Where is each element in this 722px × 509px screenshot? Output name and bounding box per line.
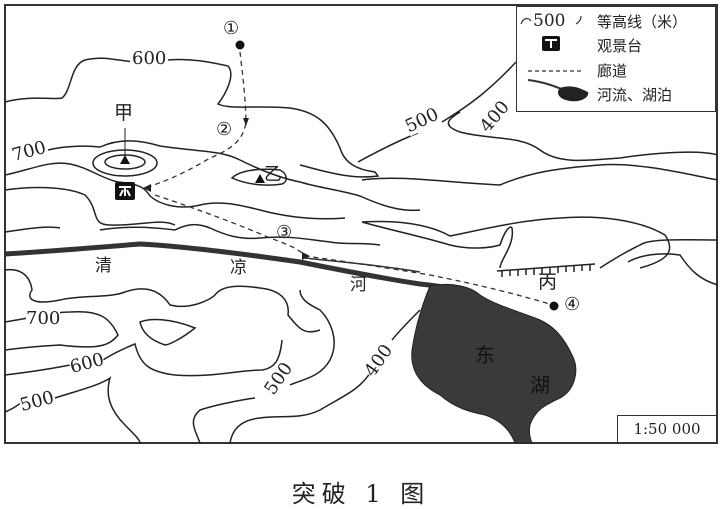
contour-label-700-bottom: 700	[26, 308, 61, 329]
river-char-2: 凉	[230, 258, 247, 278]
legend-corridor-label: 廊道	[597, 62, 628, 80]
river-char-3: 河	[350, 275, 367, 295]
legend-contour-sample: 500	[533, 11, 566, 31]
river	[4, 241, 461, 293]
legend-lake-icon	[558, 86, 589, 102]
summit-yi-label: 乙	[264, 164, 282, 185]
legend: 500 等高线（米） 观景台 廊道 河流、湖泊	[516, 6, 716, 112]
summit-yi-icon	[255, 174, 265, 183]
legend-river-icon	[527, 79, 565, 91]
river-char-1: 清	[95, 256, 112, 276]
corridor-arrow-viewpoint	[143, 184, 151, 192]
point-4-dot	[549, 301, 559, 311]
legend-icons	[520, 15, 589, 102]
corridor-arrow-2	[243, 118, 249, 126]
map-frame	[4, 4, 718, 444]
point-4-label: ④	[564, 294, 581, 315]
corridor-arrow-3	[302, 252, 310, 260]
point-3-label: ③	[276, 222, 293, 243]
legend-contour-label: 等高线（米）	[597, 13, 688, 31]
legend-viewpoint-label: 观景台	[597, 37, 643, 55]
lake	[411, 283, 577, 444]
contour-label-600: 600	[130, 48, 169, 69]
legend-water-label: 河流、湖泊	[597, 86, 673, 104]
point-1-dot	[235, 40, 245, 50]
lake-char-2: 湖	[530, 373, 550, 397]
contour-lines	[4, 57, 719, 444]
legend-contour-icon	[520, 18, 532, 25]
summit-jia-icon	[120, 155, 130, 164]
point-2-label: ②	[216, 119, 233, 140]
figure-caption: 突破 1 图	[291, 480, 431, 508]
corridor-path	[144, 51, 554, 306]
summit-jia-label: 甲	[114, 102, 134, 124]
cliff-bing-label: 丙	[538, 271, 558, 293]
scale-box: 1:50 000	[617, 415, 717, 443]
point-1-label: ①	[223, 18, 240, 39]
cliff-line	[496, 263, 596, 277]
lake-char-1: 东	[475, 343, 495, 367]
